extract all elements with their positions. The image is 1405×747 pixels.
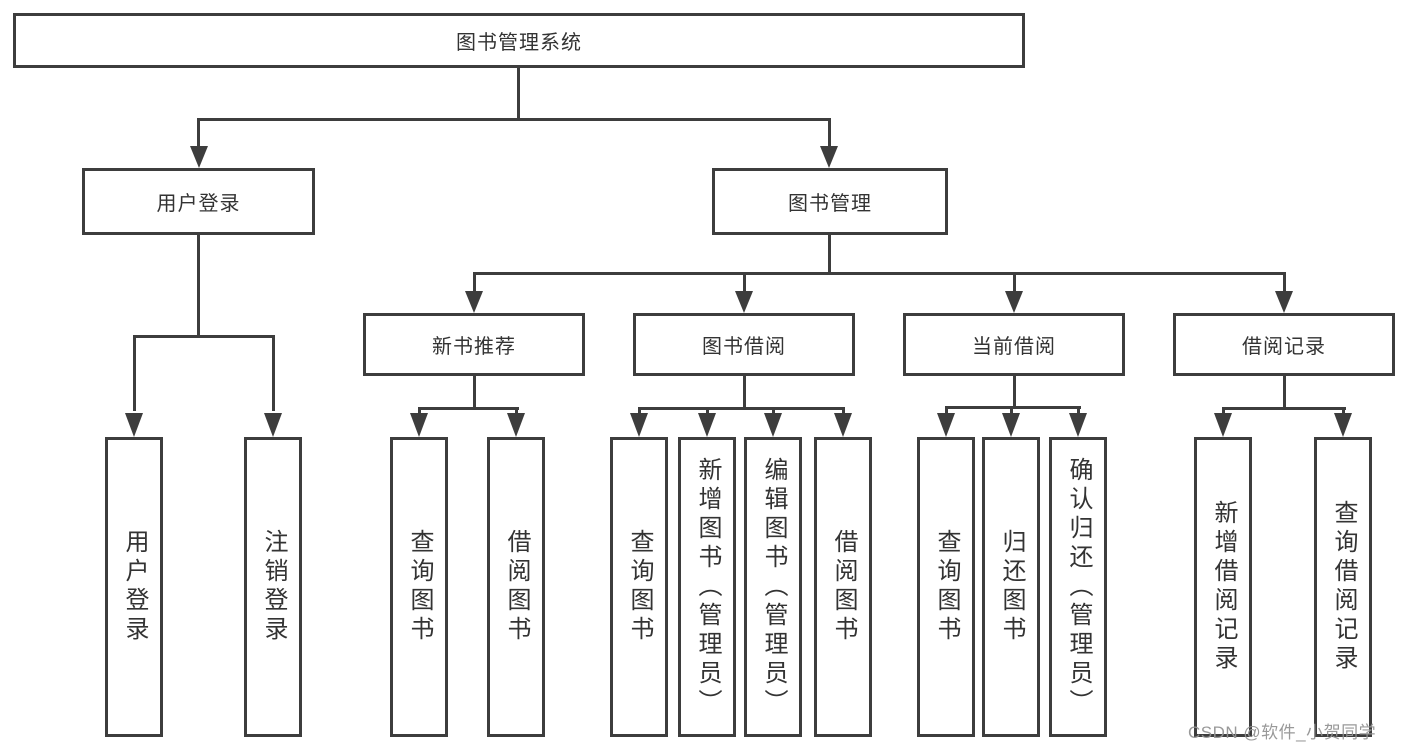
- leaf-borrow-add-books-admin: 新增图书（管理员）: [678, 437, 736, 737]
- node-borrow-records: 借阅记录: [1173, 313, 1395, 376]
- leaf-label: 注销登录: [260, 529, 287, 645]
- leaf-label: 查询图书: [406, 529, 433, 645]
- arrowhead-down-icon: [507, 413, 525, 437]
- connector-borrow-records-crossbar: [1222, 407, 1346, 410]
- arrowhead-down-icon: [1002, 413, 1020, 437]
- arrowhead-down-icon: [410, 413, 428, 437]
- connector-to-book-borrow: [743, 272, 746, 294]
- leaf-borrow-query-books: 查询图书: [610, 437, 668, 737]
- connector-leaf-stem: [945, 406, 948, 416]
- leaf-label: 查询借阅记录: [1330, 500, 1357, 674]
- connector-to-current-borrow: [1013, 272, 1016, 294]
- node-library-management-system: 图书管理系统: [13, 13, 1025, 68]
- connector-user-login-crossbar: [133, 335, 275, 338]
- leaf-borrow-edit-books-admin: 编辑图书（管理员）: [744, 437, 802, 737]
- leaf-logout: 注销登录: [244, 437, 302, 737]
- arrowhead-down-icon: [1334, 413, 1352, 437]
- node-user-login-group: 用户登录: [82, 168, 315, 235]
- node-new-book-recommend: 新书推荐: [363, 313, 585, 376]
- connector-leaf-stem: [1077, 406, 1080, 416]
- connector-current-borrow-crossbar: [945, 406, 1081, 409]
- leaf-newrec-borrow-books: 借阅图书: [487, 437, 545, 737]
- leaf-label: 借阅图书: [830, 529, 857, 645]
- node-label: 图书借阅: [702, 336, 786, 358]
- connector-leaf-stem: [638, 407, 641, 417]
- node-label: 图书管理系统: [456, 32, 582, 54]
- node-label: 当前借阅: [972, 336, 1056, 358]
- connector-new-book-crossbar: [418, 407, 519, 410]
- leaf-label: 新增图书（管理员）: [694, 456, 721, 718]
- connector-book-borrow-crossbar: [638, 407, 845, 410]
- arrowhead-down-icon: [630, 413, 648, 437]
- connector-borrow-records-stem: [1283, 376, 1286, 409]
- arrowhead-down-icon: [465, 291, 483, 313]
- csdn-watermark: CSDN @软件_小贺同学: [1188, 723, 1377, 742]
- node-book-borrow: 图书借阅: [633, 313, 855, 376]
- arrowhead-down-icon: [820, 146, 838, 168]
- leaf-label: 查询图书: [933, 529, 960, 645]
- leaf-borrow-borrow-books: 借阅图书: [814, 437, 872, 737]
- connector-leaf-stem: [842, 407, 845, 417]
- connector-leaf-stem: [1222, 407, 1225, 417]
- node-label: 用户登录: [156, 193, 241, 215]
- leaf-current-query-books: 查询图书: [917, 437, 975, 737]
- leaf-current-confirm-return-admin: 确认归还（管理员）: [1049, 437, 1107, 737]
- leaf-label: 确认归还（管理员）: [1065, 456, 1092, 718]
- node-label: 图书管理: [788, 193, 872, 215]
- connector-to-borrow-records: [1283, 272, 1286, 294]
- node-label: 新书推荐: [432, 336, 516, 358]
- connector-leaf-stem: [1342, 407, 1345, 417]
- leaf-label: 编辑图书（管理员）: [760, 456, 787, 718]
- arrowhead-down-icon: [264, 413, 282, 437]
- connector-current-borrow-stem: [1013, 376, 1016, 408]
- arrowhead-down-icon: [834, 413, 852, 437]
- arrowhead-down-icon: [1275, 291, 1293, 313]
- leaf-current-return-books: 归还图书: [982, 437, 1040, 737]
- connector-leaf-stem: [515, 407, 518, 417]
- connector-new-book-stem: [473, 376, 476, 409]
- leaf-label: 用户登录: [121, 529, 148, 645]
- leaf-user-login: 用户登录: [105, 437, 163, 737]
- arrowhead-down-icon: [1005, 291, 1023, 313]
- connector-book-mgmt-crossbar: [473, 272, 1285, 275]
- leaf-newrec-query-books: 查询图书: [390, 437, 448, 737]
- connector-book-borrow-stem: [743, 376, 746, 409]
- node-book-management-group: 图书管理: [712, 168, 948, 235]
- connector-leaf-stem: [706, 407, 709, 417]
- connector-leaf-stem: [772, 407, 775, 417]
- leaf-label: 归还图书: [998, 529, 1025, 645]
- connector-to-user-login: [197, 118, 200, 150]
- leaf-records-query-record: 查询借阅记录: [1314, 437, 1372, 737]
- arrowhead-down-icon: [190, 146, 208, 168]
- leaf-label: 借阅图书: [503, 529, 530, 645]
- connector-root-crossbar: [197, 118, 831, 121]
- connector-user-login-stem: [197, 235, 200, 338]
- connector-root-stem: [517, 68, 520, 120]
- arrowhead-down-icon: [764, 413, 782, 437]
- leaf-records-add-record: 新增借阅记录: [1194, 437, 1252, 737]
- arrowhead-down-icon: [125, 413, 143, 437]
- connector-to-leaf-logout: [272, 335, 275, 411]
- leaf-label: 查询图书: [626, 529, 653, 645]
- connector-leaf-stem: [418, 407, 421, 417]
- connector-to-leaf-user-login: [133, 335, 136, 411]
- arrowhead-down-icon: [698, 413, 716, 437]
- leaf-label: 新增借阅记录: [1210, 500, 1237, 674]
- node-current-borrow: 当前借阅: [903, 313, 1125, 376]
- arrowhead-down-icon: [735, 291, 753, 313]
- connector-book-mgmt-stem: [828, 235, 831, 275]
- connector-leaf-stem: [1010, 406, 1013, 416]
- arrowhead-down-icon: [937, 413, 955, 437]
- node-label: 借阅记录: [1242, 336, 1326, 358]
- arrowhead-down-icon: [1069, 413, 1087, 437]
- connector-to-new-book-recommend: [473, 272, 476, 294]
- arrowhead-down-icon: [1214, 413, 1232, 437]
- connector-to-book-management: [828, 118, 831, 150]
